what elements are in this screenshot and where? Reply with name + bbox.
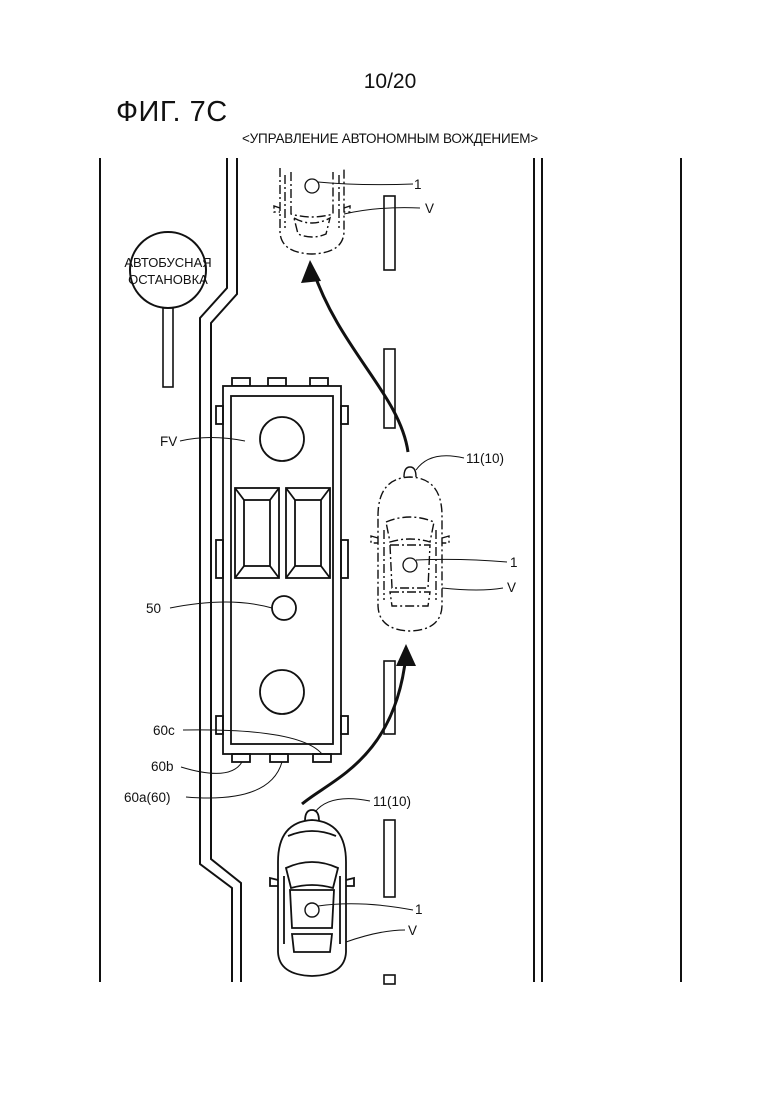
vehicle-bottom-mirror [270, 878, 278, 886]
sign-text-line2: ОСТАНОВКА [128, 272, 208, 287]
leader-vehicle-top [318, 182, 413, 185]
bus [216, 378, 348, 762]
bus-rear-light-c [313, 754, 331, 762]
leader-sensor-bottom [315, 799, 370, 812]
vehicle-middle-mirror [442, 536, 449, 543]
label-vehicle-bottom: 1 [415, 902, 423, 917]
lane-dash [384, 349, 395, 428]
lane-dash [384, 196, 395, 270]
bus-roof-light [310, 378, 328, 386]
label-sensor-middle: 11(10) [466, 451, 504, 466]
leader-sensor-middle [416, 456, 464, 470]
bus-stop-sign: АВТОБУСНАЯ ОСТАНОВКА [124, 232, 211, 387]
vehicle-middle-mirror [371, 536, 378, 543]
bus-roof-light [268, 378, 286, 386]
vehicle-bottom-mirror [346, 878, 354, 886]
vehicle-middle-center [403, 558, 417, 572]
lane-dash [384, 820, 395, 897]
vehicle-bottom [270, 820, 354, 976]
bus-side-mirror [216, 540, 223, 578]
bus-side-mirror [341, 540, 348, 578]
label-v-bottom: V [408, 923, 417, 938]
vehicle-top-mirror [274, 206, 280, 212]
leader-v-middle [442, 588, 503, 590]
bus-side-mirror [341, 716, 348, 734]
bus-rear-light-b [270, 754, 288, 762]
lane-dash [384, 975, 395, 984]
label-light-a: 60a(60) [124, 790, 171, 805]
label-light-c: 60c [153, 723, 175, 738]
vehicle-middle [371, 477, 449, 631]
vehicle-top-body [280, 168, 344, 254]
vehicle-middle-windshield [386, 517, 434, 542]
sign-text-line1: АВТОБУСНАЯ [124, 255, 211, 270]
label-light-b: 60b [151, 759, 174, 774]
vehicle-middle-sensor [404, 467, 416, 477]
vehicle-middle-body [378, 477, 442, 631]
vehicle-top-windshield [294, 218, 330, 237]
vehicle-bottom-rear-window [292, 934, 332, 952]
arrow-head-lower [396, 644, 416, 666]
vehicle-top-mirror [344, 206, 350, 212]
label-v-middle: V [507, 580, 516, 595]
sign-pole [163, 302, 173, 387]
vehicle-bottom-windshield [286, 862, 338, 888]
leader-v-top [344, 208, 420, 214]
vehicle-bottom-cabin [290, 890, 334, 928]
vehicle-top-center [305, 179, 319, 193]
vehicle-middle-cabin [390, 545, 430, 588]
label-sensor-bottom: 11(10) [373, 794, 411, 809]
bus-rear-light-a [232, 754, 250, 762]
bus-roof-light [232, 378, 250, 386]
lane-dashes [384, 196, 395, 984]
bus-side-mirror [341, 406, 348, 424]
label-bus: FV [160, 434, 177, 449]
arrow-head-upper [301, 260, 321, 283]
leader-v-bottom [346, 930, 405, 942]
label-bus-center: 50 [146, 601, 161, 616]
bus-side-mirror [216, 406, 223, 424]
label-vehicle-middle: 1 [510, 555, 518, 570]
label-v-top: V [425, 201, 434, 216]
vehicle-middle-rear-window [390, 592, 430, 606]
label-vehicle-top: 1 [414, 177, 422, 192]
vehicle-bottom-center [305, 903, 319, 917]
bus-side-mirror [216, 716, 223, 734]
sign-disk [130, 232, 206, 308]
vehicle-bottom-hood [288, 831, 336, 836]
vehicle-top [274, 168, 350, 254]
